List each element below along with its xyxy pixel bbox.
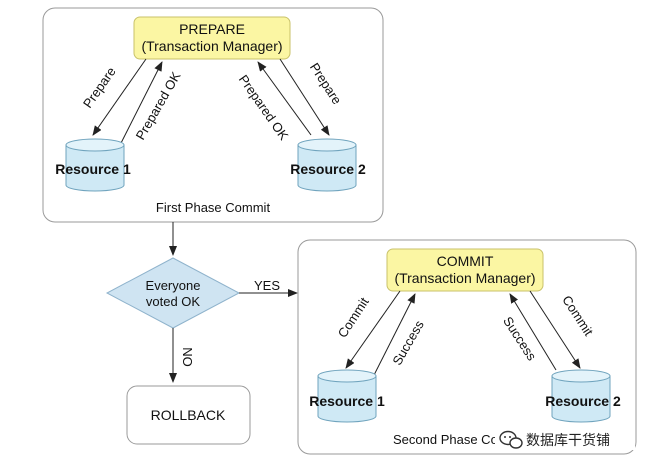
p1-resource-2-label: Resource 2	[290, 161, 366, 177]
yes-label: YES	[254, 278, 280, 293]
p1-left-out-arrow	[92, 58, 147, 136]
p2-resource-2-label: Resource 2	[545, 393, 621, 409]
rollback-label: ROLLBACK	[151, 407, 226, 423]
prepare-manager-title: PREPARE	[179, 21, 245, 37]
p2-resource-1-cylinder: Resource 1	[309, 369, 385, 423]
p2-resource-1-label: Resource 1	[309, 393, 385, 409]
p1-right-back-arrow	[257, 61, 312, 136]
watermark: 数据库干货铺	[495, 428, 635, 450]
decision-line1: Everyone	[146, 278, 201, 293]
p2-right-back-arrow	[509, 293, 557, 371]
prepare-manager-subtitle: (Transaction Manager)	[141, 38, 282, 54]
p2-left-out-arrow	[345, 290, 401, 369]
no-label: NO	[180, 347, 195, 367]
p1-left-back-arrow	[116, 61, 163, 152]
first-phase-caption: First Phase Commit	[156, 200, 271, 215]
decision-node: Everyone voted OK	[105, 257, 241, 329]
p2-left-back-arrow	[369, 293, 416, 384]
p1-resource-1-cylinder: Resource 1	[55, 138, 131, 192]
commit-manager-subtitle: (Transaction Manager)	[394, 270, 535, 286]
watermark-text: 数据库干货铺	[526, 432, 610, 448]
wechat-icon	[499, 430, 523, 449]
decision-line2: voted OK	[146, 294, 201, 309]
prepare-manager-node: PREPARE (Transaction Manager)	[133, 16, 291, 60]
p1-resource-2-cylinder: Resource 2	[290, 138, 366, 192]
p1-right-out-arrow	[279, 58, 330, 136]
p2-resource-2-cylinder: Resource 2	[545, 369, 621, 423]
p2-right-out-arrow	[529, 290, 581, 369]
second-phase-caption: Second Phase Co	[393, 432, 498, 447]
rollback-box	[126, 385, 251, 445]
commit-manager-node: COMMIT (Transaction Manager)	[386, 248, 544, 292]
commit-manager-title: COMMIT	[437, 253, 494, 269]
p1-resource-1-label: Resource 1	[55, 161, 131, 177]
